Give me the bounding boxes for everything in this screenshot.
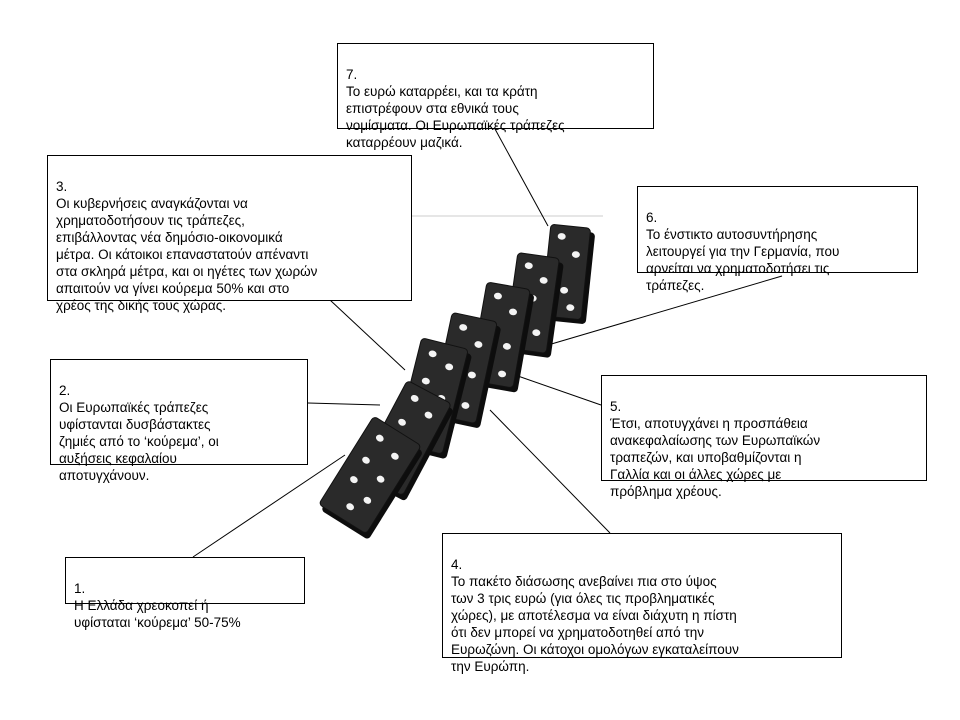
domino-pip xyxy=(391,452,399,460)
step-2-number: 2. xyxy=(59,383,71,398)
domino-pip xyxy=(421,377,430,385)
step-6-text: Το ένστικτο αυτοσυντήρησης λειτουργεί γι… xyxy=(646,227,840,293)
domino-pip xyxy=(362,456,370,464)
step-box-3: 3. Οι κυβερνήσεις αναγκάζονται να χρηματ… xyxy=(47,155,412,313)
domino-face xyxy=(319,417,421,533)
step-box-5: 5. Έτσι, αποτυγχάνει η προσπάθεια ανακεφ… xyxy=(601,375,927,499)
connector-step-3 xyxy=(329,299,406,371)
step-5-text: Έτσι, αποτυγχάνει η προσπάθεια ανακεφαλα… xyxy=(610,416,821,499)
domino-pip xyxy=(428,350,437,358)
step-3-text: Οι κυβερνήσεις αναγκάζονται να χρηματοδο… xyxy=(56,196,318,313)
step-box-2: 2. Οι Ευρωπαϊκές τράπεζες υφίστανται δυσ… xyxy=(50,359,308,483)
connector-step-4 xyxy=(489,409,611,534)
step-7-text: Το ευρώ καταρρέει, και τα κράτη επιστρέφ… xyxy=(346,84,565,150)
step-4-text: Το πακέτο διάσωσης ανεβαίνει πια στο ύψο… xyxy=(451,574,739,674)
domino-pip xyxy=(398,418,406,426)
domino-pip xyxy=(363,496,372,504)
domino-pip xyxy=(461,402,470,409)
connector-step-7 xyxy=(494,128,549,227)
step-5-number: 5. xyxy=(610,399,622,414)
domino-pip xyxy=(424,411,433,419)
step-box-1: 1. Η Ελλάδα χρεοκοπεί ή υφίσταται ‘κούρε… xyxy=(65,557,305,630)
domino-pip xyxy=(566,304,575,311)
domino-pip xyxy=(493,292,502,300)
step-6-number: 6. xyxy=(646,210,658,225)
domino-pip xyxy=(571,251,580,258)
step-1-number: 1. xyxy=(74,581,86,596)
domino-pip xyxy=(350,476,358,484)
domino-pip xyxy=(459,324,468,331)
domino-pip xyxy=(560,286,569,294)
domino-pip xyxy=(509,308,517,316)
domino-pip xyxy=(498,370,507,378)
step-box-7: 7. Το ευρώ καταρρέει, και τα κράτη επιστ… xyxy=(337,43,654,150)
step-1-text: Η Ελλάδα χρεοκοπεί ή υφίσταται ‘κούρεμα’… xyxy=(74,598,241,630)
step-7-number: 7. xyxy=(346,67,358,82)
step-box-4: 4. Το πακέτο διάσωσης ανεβαίνει πια στο … xyxy=(442,533,842,674)
domino-pip xyxy=(557,233,566,240)
domino-pip xyxy=(474,341,483,348)
domino-pip xyxy=(539,277,548,284)
domino-tile xyxy=(319,417,422,539)
connector-step-1 xyxy=(192,454,346,558)
connector-step-5 xyxy=(514,374,602,406)
step-2-text: Οι Ευρωπαϊκές τράπεζες υφίστανται δυσβάσ… xyxy=(59,400,219,483)
connector-step-2 xyxy=(307,402,381,406)
domino-pip xyxy=(524,262,533,270)
domino-pip xyxy=(532,329,541,337)
domino-pip xyxy=(376,475,385,483)
domino-pip xyxy=(467,371,476,379)
domino-pip xyxy=(445,363,454,371)
connector-step-6 xyxy=(547,275,783,346)
domino-pip xyxy=(346,503,354,511)
domino-pip xyxy=(502,343,511,350)
step-3-number: 3. xyxy=(56,179,68,194)
step-4-number: 4. xyxy=(451,557,463,572)
step-box-6: 6. Το ένστικτο αυτοσυντήρησης λειτουργεί… xyxy=(637,186,918,293)
domino-pip xyxy=(410,394,419,402)
domino-pip xyxy=(375,434,384,442)
